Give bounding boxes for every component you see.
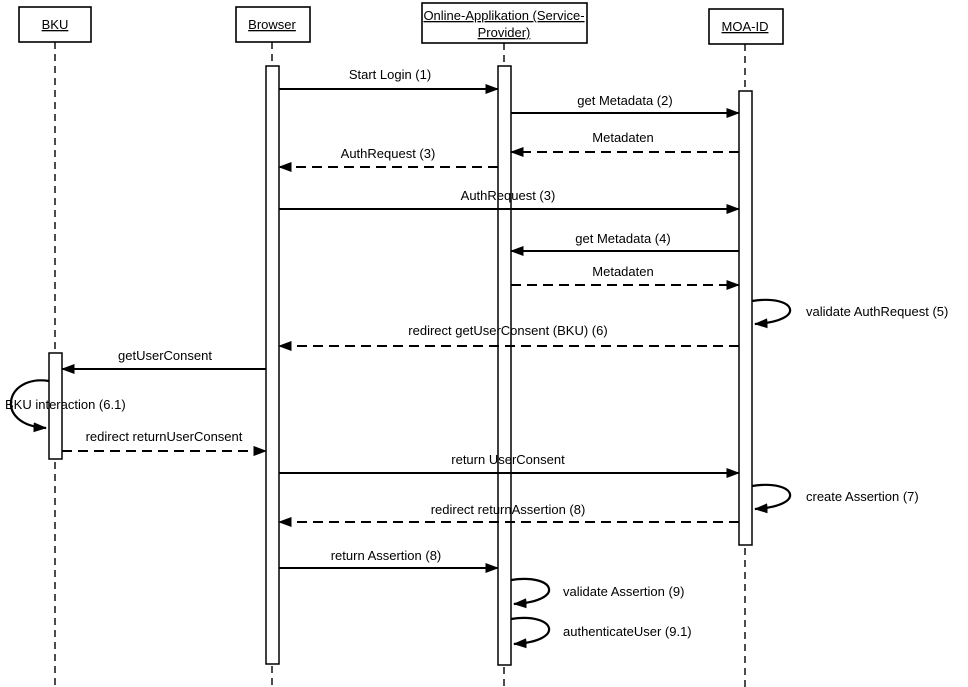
- message-label-metadaten: Metadaten: [592, 130, 653, 145]
- message-label-get-metadata-2: get Metadata (2): [577, 93, 672, 108]
- message-label-getuserconsent: getUserConsent: [118, 348, 212, 363]
- actor-box-moaid: [708, 8, 784, 45]
- activation-bar-browser: [265, 65, 280, 665]
- self-message-loop-authenticateuser-9-1: [510, 616, 550, 649]
- message-label-return-userconsent: return UserConsent: [451, 452, 565, 467]
- self-message-label-authenticateuser-9-1: authenticateUser (9.1): [563, 624, 692, 639]
- message-label-authrequest-3: AuthRequest (3): [341, 146, 436, 161]
- actor-label-browser: Browser: [248, 17, 296, 32]
- message-label-redirect-getuserconsent-bku-6: redirect getUserConsent (BKU) (6): [408, 323, 607, 338]
- message-label-redirect-returnassertion-8: redirect returnAssertion (8): [431, 502, 586, 517]
- self-message-label-bku-interaction-6-1: BKU interaction (6.1): [5, 397, 126, 412]
- self-message-label-validate-assertion-9: validate Assertion (9): [563, 584, 684, 599]
- actor-box-bku: [18, 6, 92, 43]
- message-label-return-assertion-8: return Assertion (8): [331, 548, 442, 563]
- self-message-label-create-assertion-7: create Assertion (7): [806, 489, 919, 504]
- self-message-loop-validate-assertion-9: [510, 577, 550, 609]
- actor-box-oa: [421, 2, 588, 44]
- activation-bar-oa: [497, 65, 512, 666]
- self-message-loop-create-assertion-7: [751, 483, 791, 514]
- actor-label-moaid: MOA-ID: [722, 19, 769, 34]
- activation-bar-moaid: [738, 90, 753, 546]
- message-label-get-metadata-4: get Metadata (4): [575, 231, 670, 246]
- message-label-authrequest-3: AuthRequest (3): [461, 188, 556, 203]
- self-message-loop-bku-interaction-6-1: [9, 379, 50, 433]
- actor-box-browser: [235, 6, 311, 43]
- actor-label-oa: Online-Applikation (Service-Provider): [423, 8, 584, 40]
- activation-bar-bku: [48, 352, 63, 460]
- message-label-start-login-1: Start Login (1): [349, 67, 431, 82]
- actor-label-bku: BKU: [42, 17, 69, 32]
- self-message-loop-validate-authrequest-5: [751, 298, 791, 329]
- self-message-label-validate-authrequest-5: validate AuthRequest (5): [806, 304, 948, 319]
- message-label-redirect-returnuserconsent: redirect returnUserConsent: [86, 429, 243, 444]
- message-label-metadaten: Metadaten: [592, 264, 653, 279]
